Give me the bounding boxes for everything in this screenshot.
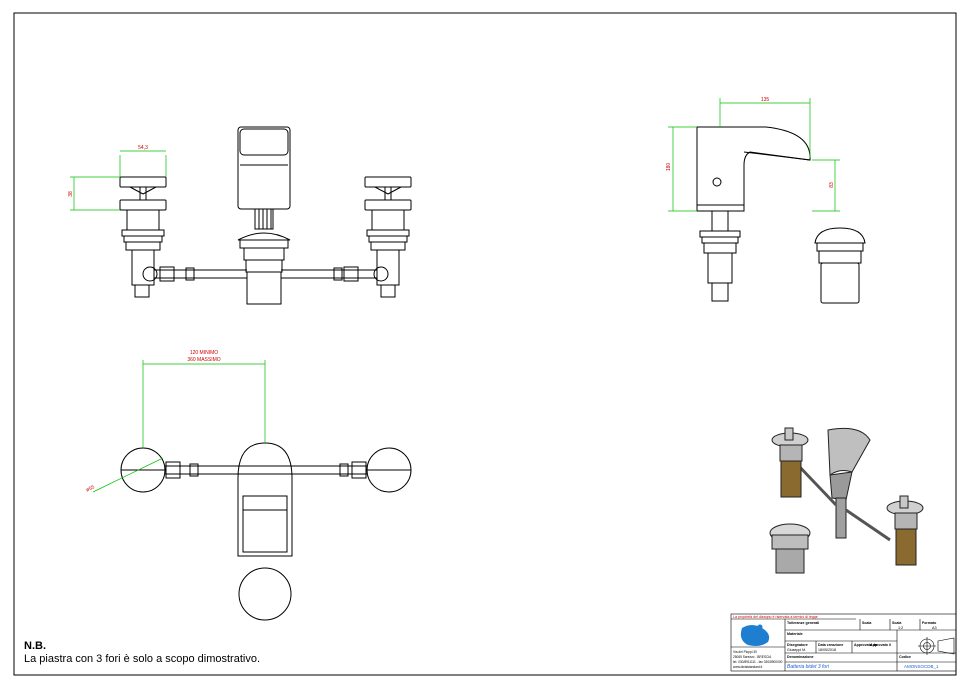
format-label: Formato — [922, 621, 937, 625]
dim-spout-depth: 135 — [761, 97, 770, 103]
dim-hole-dia: ø55 — [85, 484, 96, 493]
code-value: AMONSOCDB_1 — [904, 664, 939, 669]
dim-handle-width: 54,3 — [138, 145, 148, 151]
company-line-1: Via dei Pioppi 30 — [733, 650, 757, 654]
dim-center-min: 120 MINIMO — [190, 350, 218, 356]
scale-label: Scala — [862, 621, 872, 625]
drawn-value: Giuseppi M. — [787, 648, 806, 652]
drawing-note: N.B. La piastra con 3 fori è solo a scop… — [24, 640, 260, 666]
company-logo — [740, 624, 770, 646]
dim-center-max: 360 MASSIMO — [187, 357, 220, 363]
dim-spout-height: 180 — [666, 163, 672, 172]
projection-symbol — [918, 637, 955, 655]
dim-spout-outlet-height: 83 — [829, 182, 835, 188]
code-label: Codice — [899, 655, 911, 659]
desc-label: Denominazione — [787, 655, 814, 659]
desc-value: Batteria bidet 3 fori — [787, 664, 830, 670]
format-value: A3 — [932, 626, 937, 630]
approved-label: Approvato da — [854, 643, 878, 647]
sheet-border — [13, 12, 957, 676]
company-line-2: 25065 Sarezzo - BRESCIA — [733, 655, 772, 659]
front-view-dimensions — [70, 150, 167, 211]
scale-value: 1:2 — [898, 626, 903, 630]
top-view-dimensions — [92, 360, 266, 493]
title-block-header: La proprietà del disegno è riservata a t… — [733, 615, 818, 619]
company-line-3: tel. 030/8911111 - fax 030/8900000 — [733, 660, 783, 664]
front-view — [119, 126, 412, 305]
note-text: La piastra con 3 fori è solo a scopo dim… — [24, 653, 261, 665]
dim-handle-height: 38 — [68, 191, 74, 197]
note-title: N.B. — [24, 640, 46, 652]
scale-header-label: Scala — [892, 621, 902, 625]
date-value: 18/05/2018 — [818, 648, 836, 652]
company-line-4: www.idealstandard.it — [733, 665, 762, 669]
material-label: Materiale — [787, 632, 803, 636]
date-label: Data creazione — [818, 643, 843, 647]
side-view — [696, 126, 866, 304]
side-view-dimensions — [668, 98, 840, 212]
isometric-render — [769, 427, 924, 574]
top-view — [120, 442, 412, 621]
approved2-label: Approvato il — [870, 643, 891, 647]
tolerance-label: Tolleranze generali — [787, 621, 819, 625]
drawn-label: Disegnatore — [787, 643, 808, 647]
